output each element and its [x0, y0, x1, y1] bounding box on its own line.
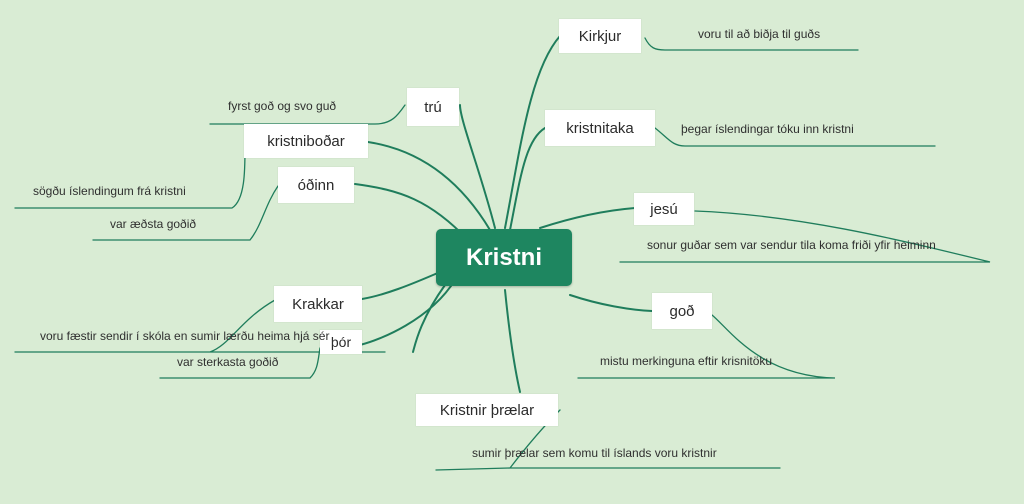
connector-odinn-note [92, 185, 279, 241]
branch-kirkjur [504, 35, 561, 229]
connector-kristnibodar-note [14, 147, 246, 209]
branch-extra [359, 279, 456, 346]
connector-kirkjur-note [644, 37, 859, 51]
note-kristnir-praelar: sumir þrælar sem komu til íslands voru k… [472, 446, 717, 460]
note-krakkar: voru fæstir sendir í skóla en sumir lærð… [40, 329, 330, 343]
note-jesu: sonur guðar sem var sendur tila koma fri… [647, 238, 936, 252]
note-thor: var sterkasta goðið [177, 355, 279, 369]
topic-odinn[interactable]: óðinn [278, 167, 354, 203]
note-odinn: var æðsta goðið [110, 217, 197, 231]
branch-kristnir-praelar [504, 289, 521, 393]
branch-thor [412, 284, 446, 353]
note-kristnibodar: sögðu íslendingum frá kristni [33, 184, 186, 198]
branch-odinn [354, 183, 469, 241]
topic-kristnitaka[interactable]: kristnitaka [545, 110, 655, 146]
center-topic-kristni[interactable]: Kristni [436, 229, 572, 286]
note-kristnitaka: þegar íslendingar tóku inn kristni [681, 122, 854, 136]
topic-tru[interactable]: trú [407, 88, 459, 126]
connector-tru-note [209, 104, 406, 125]
topic-thor[interactable]: þór [320, 330, 362, 354]
note-god: mistu merkinguna eftir krisnitöku [600, 354, 773, 368]
branch-tru [459, 104, 496, 229]
branch-jesu [539, 207, 636, 229]
connector-thor-note [159, 347, 321, 379]
topic-kirkjur[interactable]: Kirkjur [559, 19, 641, 53]
connector-kristnitaka-note [654, 127, 936, 147]
note-kirkjur: voru til að biðja til guðs [698, 27, 821, 41]
connector-jesu-note [619, 210, 991, 263]
note-tru: fyrst goð og svo guð [228, 99, 337, 113]
topic-jesu[interactable]: jesú [634, 193, 694, 225]
branch-kristnitaka [509, 127, 546, 231]
topic-kristnibodar[interactable]: kristniboðar [244, 124, 368, 158]
branch-krakkar [361, 271, 441, 300]
branch-kristnibodar [367, 141, 491, 231]
connector-god-note [577, 314, 836, 379]
topic-kristnir-praelar[interactable]: Kristnir þrælar [416, 394, 558, 426]
topic-god[interactable]: goð [652, 293, 712, 329]
topic-krakkar[interactable]: Krakkar [274, 286, 362, 322]
branch-god [569, 294, 653, 312]
